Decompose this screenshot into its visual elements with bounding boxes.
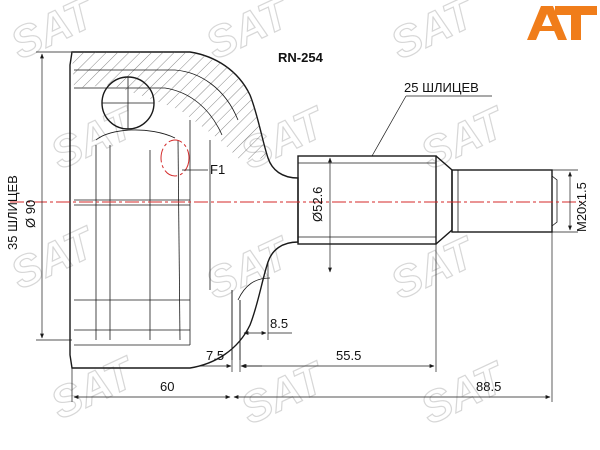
- part-number-title: RN-254: [278, 50, 324, 65]
- dimensions: Ø 90 35 ШЛИЦЕВ Ø52.6 25 ШЛИЦЕВ M20x1.5 8…: [5, 51, 589, 402]
- watermark-text: SAT: [384, 0, 484, 69]
- detail-f1-circle: [160, 139, 190, 177]
- dim-8-5-label: 8.5: [270, 316, 288, 331]
- dim-7-5-label: 7.5: [206, 348, 224, 363]
- outer-diameter-label: Ø 90: [23, 200, 38, 228]
- outer-housing: F1: [69, 51, 299, 369]
- watermark-text: SAT: [414, 98, 514, 180]
- watermark-text: SAT: [44, 98, 144, 180]
- splined-shaft: [297, 155, 558, 245]
- dim-55-5-label: 55.5: [336, 348, 361, 363]
- threaded-end: [451, 169, 553, 233]
- watermark-text: SAT: [199, 228, 299, 310]
- dim-60-label: 60: [160, 379, 174, 394]
- watermark-text: SAT: [44, 348, 144, 430]
- watermark-text: SAT: [384, 228, 484, 310]
- brand-text: AT: [0, 0, 2, 1]
- shaft-diameter-label: Ø52.6: [310, 187, 325, 222]
- thread-label: M20x1.5: [574, 182, 589, 232]
- detail-f1-label: F1: [210, 162, 225, 177]
- brand-logo: AT: [0, 0, 597, 40]
- dim-88-5-label: 88.5: [476, 379, 501, 394]
- shaft-splines-label: 25 ШЛИЦЕВ: [404, 80, 479, 95]
- outer-splines-label: 35 ШЛИЦЕВ: [5, 175, 20, 250]
- watermark-text: SAT: [234, 353, 334, 435]
